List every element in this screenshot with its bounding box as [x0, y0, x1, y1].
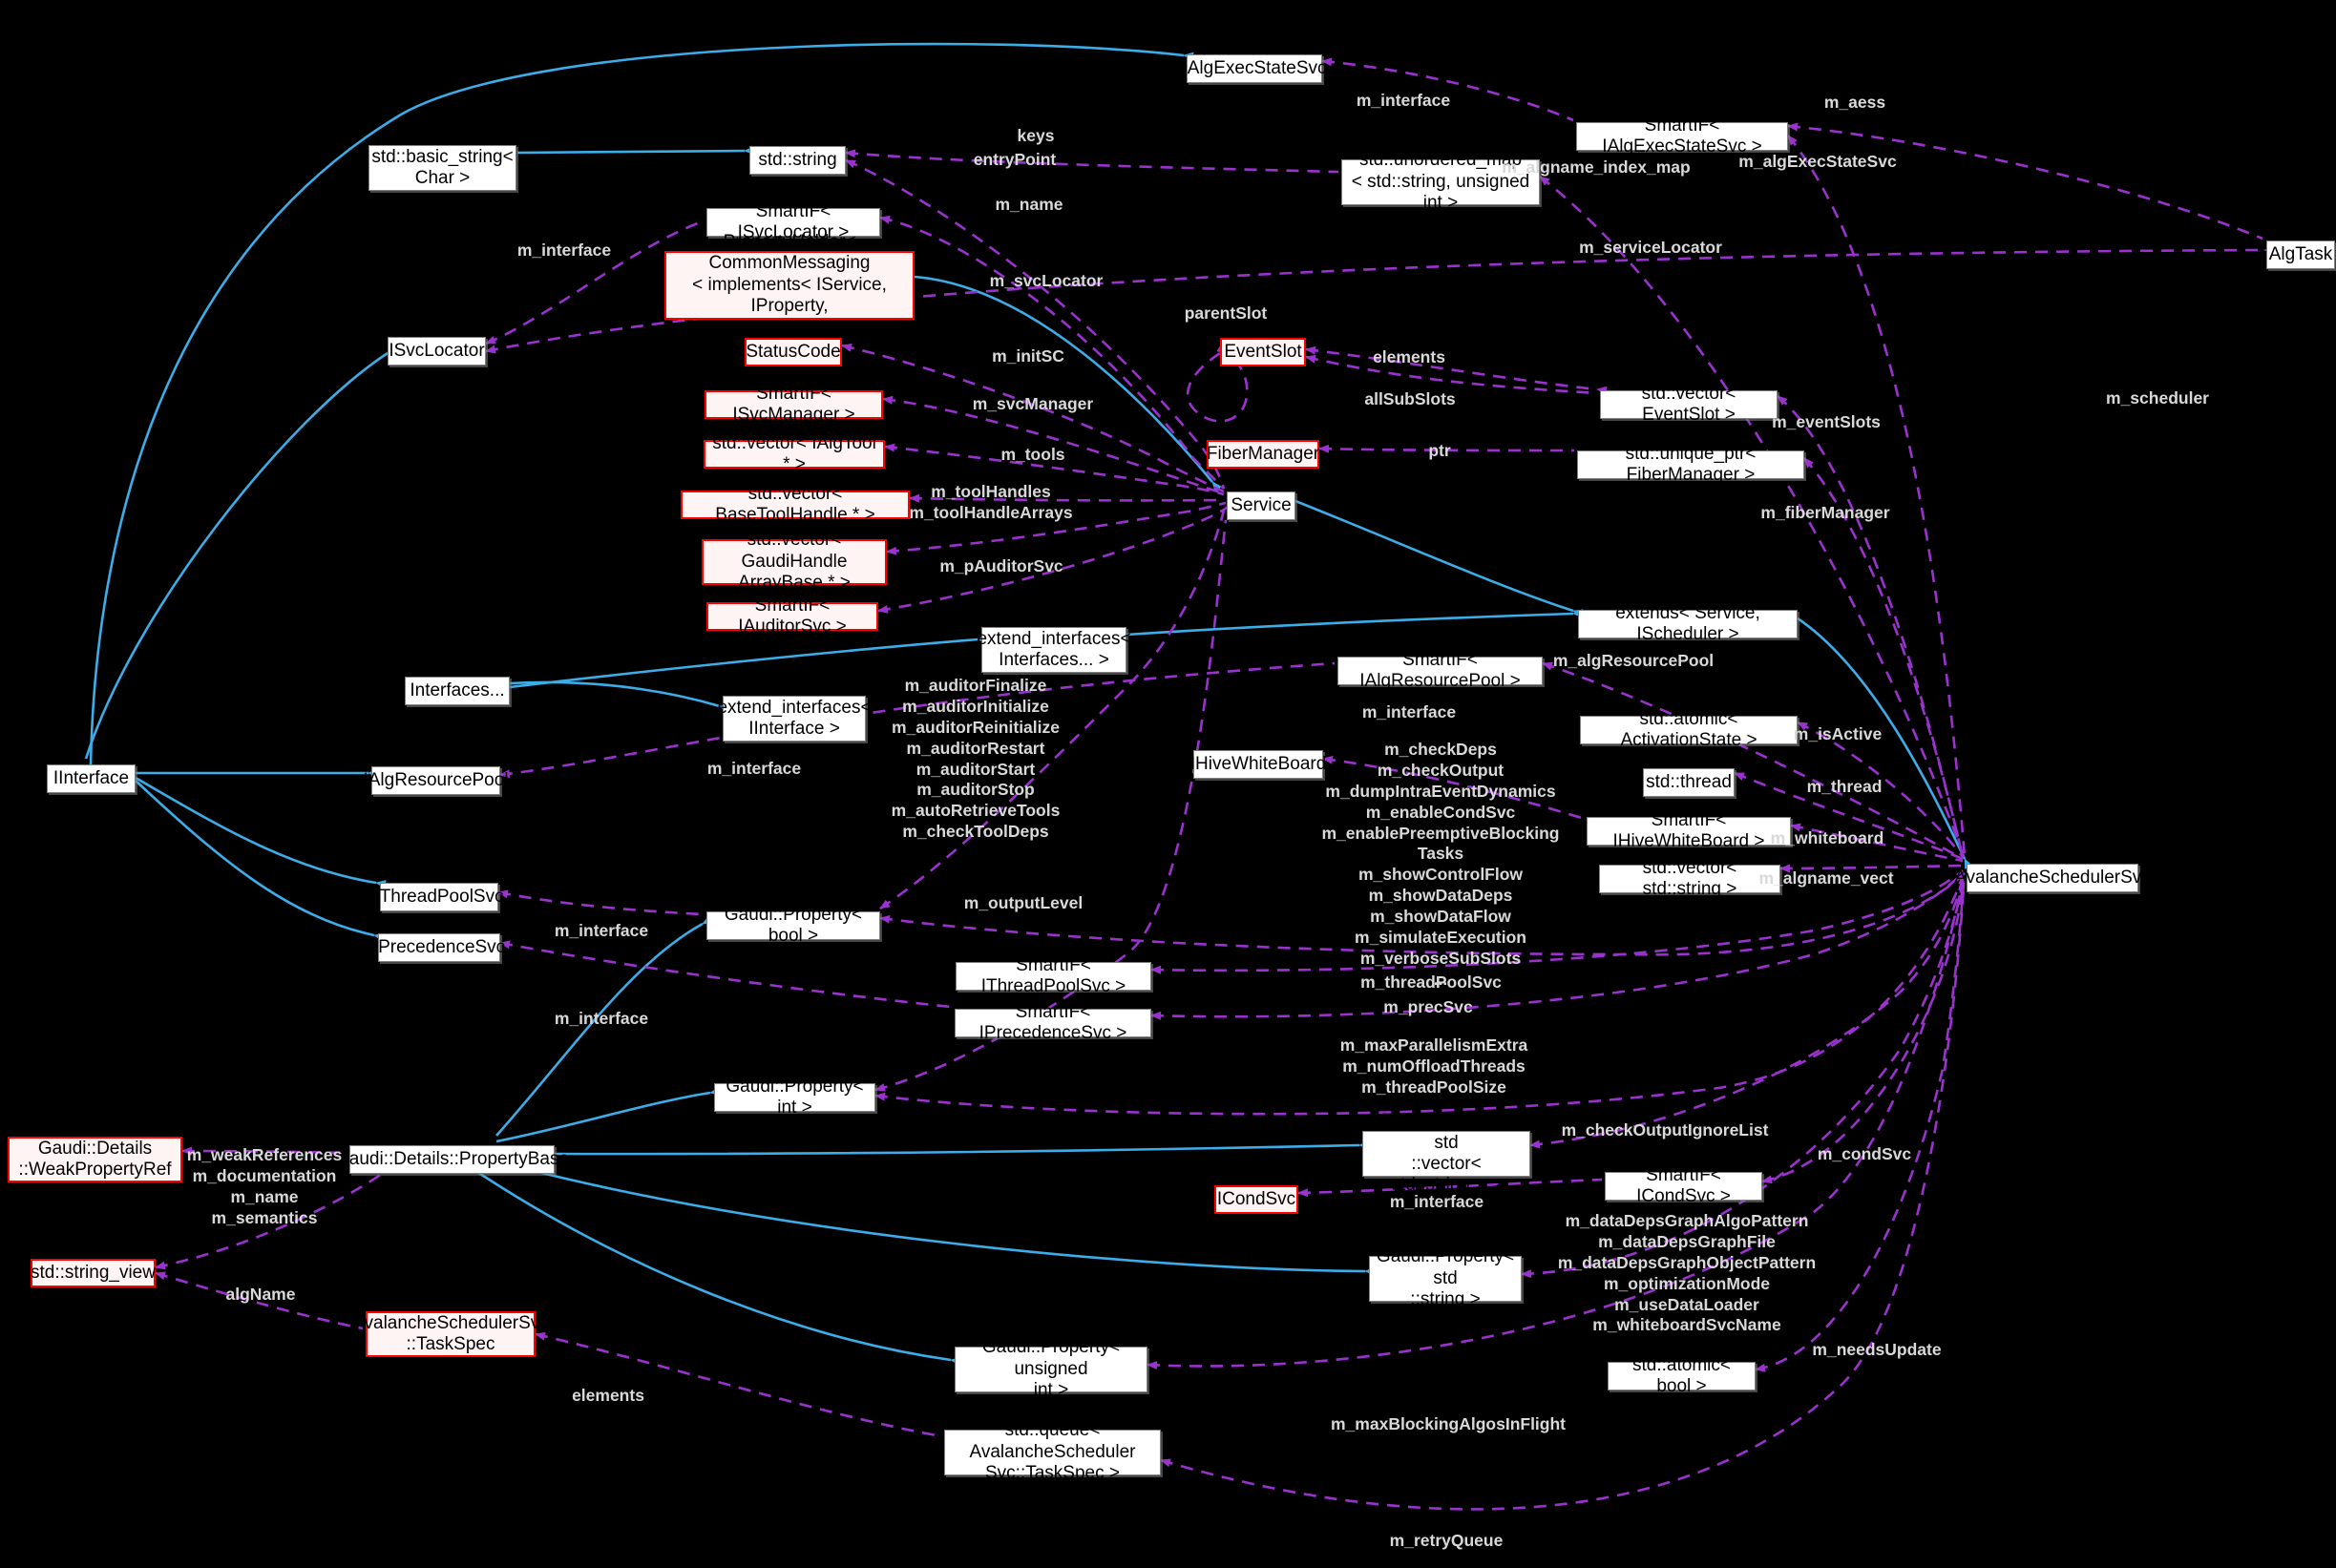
edge-label-m_interface_iprec: m_interface: [554, 1009, 649, 1028]
class-node-property_vector_string[interactable]: Gaudi::Property< std ::vector< std::stri…: [1362, 1111, 1530, 1195]
edge-label-m_threadpoolsvc: m_threadPoolSvc: [1360, 972, 1502, 992]
class-node-extend_interfaces1[interactable]: extend_interfaces< IInterface >: [717, 696, 872, 742]
class-node-propertyholder[interactable]: PropertyHolder< CommonMessaging < implem…: [664, 232, 915, 338]
edge-label-m_eventslots: m_eventSlots: [1772, 412, 1881, 431]
edge-label-ptr: ptr: [1428, 441, 1451, 460]
class-node-eventslot[interactable]: EventSlot: [1220, 338, 1306, 366]
edge-label-m_algexecstatesvc: m_algExecStateSvc: [1738, 152, 1897, 171]
class-node-atomic_bool[interactable]: std::atomic< bool >: [1608, 1355, 1756, 1396]
class-node-smartif_isvclocator[interactable]: SmartIF< ISvcLocator >: [706, 201, 880, 242]
class-node-smartif_icondsvc[interactable]: SmartIF< ICondSvc >: [1605, 1165, 1762, 1206]
edge-label-m_weakreferences: m_weakReferences m_documentation m_name …: [186, 1145, 343, 1227]
edge-label-keys: keys: [1017, 126, 1055, 145]
edge-label-m_algname_index_map: m_algname_index_map: [1502, 157, 1691, 177]
class-node-basic_string[interactable]: std::basic_string< Char >: [368, 145, 516, 191]
edge-label-m_algname_vect: m_algname_vect: [1758, 868, 1894, 888]
edge-label-m_condsvc: m_condSvc: [1817, 1144, 1912, 1163]
class-node-propertybase[interactable]: Gaudi::Details::PropertyBase: [335, 1145, 569, 1174]
class-node-isvclocator[interactable]: ISvcLocator: [388, 337, 486, 366]
class-node-smartif_isvcmanager[interactable]: SmartIF< ISvcManager >: [705, 384, 883, 425]
class-node-iprecedencesvc[interactable]: IPrecedenceSvc: [373, 933, 505, 962]
edge-label-m_scheduler: m_scheduler: [2106, 388, 2209, 408]
class-node-avalancheschedulersvc[interactable]: AvalancheSchedulerSvc: [1954, 864, 2151, 892]
edge-label-m_outputlevel: m_outputLevel: [963, 893, 1084, 912]
edge-label-m_tools: m_tools: [1000, 445, 1065, 464]
edge-label-m_fibermanager: m_fiberManager: [1760, 503, 1890, 522]
class-node-extends_service_ischeduler[interactable]: extends< Service, IScheduler >: [1578, 603, 1798, 644]
edge-label-m_interface_ithreadpool: m_interface: [554, 921, 649, 940]
edge-label-elements_taskspec: elements: [572, 1386, 644, 1405]
class-node-property_int[interactable]: Gaudi::Property< int >: [714, 1077, 875, 1118]
edge-label-m_checkdeps: m_checkDeps m_checkOutput m_dumpIntraEve…: [1321, 740, 1560, 989]
class-node-ithreadpoolsvc[interactable]: IThreadPoolSvc: [374, 883, 504, 911]
edge-label-parentslot: parentSlot: [1184, 303, 1268, 323]
class-node-property_unsigned_int[interactable]: Gaudi::Property< unsigned int >: [955, 1337, 1147, 1400]
edge-label-m_svcmanager: m_svcManager: [972, 394, 1094, 413]
class-node-extend_interfaces[interactable]: extend_interfaces< Interfaces... >: [977, 627, 1131, 673]
class-node-ialgexecstatesvc[interactable]: IAlgExecStateSvc: [1182, 54, 1327, 83]
class-node-smartif_ialgresourcepool[interactable]: SmartIF< IAlgResourcePool >: [1337, 650, 1543, 691]
class-node-vector_basetoolhandle[interactable]: std::vector< BaseToolHandle * >: [681, 484, 910, 525]
edge-label-m_whiteboard: m_whiteboard: [1770, 828, 1884, 847]
edge-label-m_interface_icondsvc: m_interface: [1389, 1192, 1484, 1211]
edge-label-algname: algName: [225, 1285, 296, 1304]
edge-label-entrypoint: entryPoint: [973, 150, 1057, 169]
edge-label-m_interface_isvclocator: m_interface: [516, 240, 612, 260]
edge-label-m_svclocator: m_svcLocator: [989, 271, 1104, 290]
edge-label-m_interface_iinterface: m_interface: [706, 759, 802, 778]
class-node-unique_ptr_fibermanager[interactable]: std::unique_ptr< FiberManager >: [1577, 444, 1804, 485]
edge-label-m_pauditorsvc: m_pAuditorSvc: [939, 556, 1063, 575]
class-node-taskspec[interactable]: AvalancheSchedulerSvc ::TaskSpec: [352, 1311, 549, 1357]
edge-label-m_maxblockingalgosinflight: m_maxBlockingAlgosInFlight: [1331, 1414, 1566, 1433]
class-node-algtask[interactable]: AlgTask: [2266, 240, 2335, 269]
edge-label-m_initsc: m_initSC: [992, 346, 1064, 366]
edge-label-m_needsupdate: m_needsUpdate: [1812, 1340, 1942, 1359]
class-node-smartif_iauditorsvc[interactable]: SmartIF< IAuditorSvc >: [706, 596, 878, 637]
class-node-set_weakpropertyref[interactable]: std::set< Gaudi::Details ::WeakPropertyR…: [8, 1117, 182, 1201]
class-node-vector_string[interactable]: std::vector< std::string >: [1599, 858, 1780, 899]
class-node-smartif_iprecedencesvc[interactable]: SmartIF< IPrecedenceSvc >: [955, 1002, 1151, 1043]
edge-label-m_name: m_name: [995, 195, 1063, 214]
class-node-vector_ialgtool[interactable]: std::vector< IAlgTool * >: [704, 433, 885, 474]
class-node-property_string[interactable]: Gaudi::Property< std ::string >: [1369, 1246, 1522, 1309]
edge-label-m_maxparallelism: m_maxParallelismExtra m_numOffloadThread…: [1339, 1035, 1528, 1097]
class-node-interfaces[interactable]: Interfaces...: [405, 677, 510, 705]
class-node-vector_gaudihandlearray[interactable]: std::vector< GaudiHandle ArrayBase * >: [702, 530, 887, 593]
edge-label-m_algresourcepool: m_algResourcePool: [1552, 651, 1715, 670]
class-node-stdstring[interactable]: std::string: [749, 146, 846, 175]
edge-label-m_checkoutputignorelist: m_checkOutputIgnoreList: [1561, 1120, 1769, 1139]
edge-label-m_isactive: m_isActive: [1793, 724, 1883, 743]
class-node-vector_eventslot[interactable]: std::vector< EventSlot >: [1600, 384, 1778, 425]
edge-label-m_aess: m_aess: [1823, 93, 1886, 112]
class-node-ialgresourcepool[interactable]: IAlgResourcePool: [363, 766, 509, 795]
class-node-statuscode[interactable]: StatusCode: [745, 338, 842, 366]
class-node-smartif_ialgexecstatesvc[interactable]: SmartIF< IAlgExecStateSvc >: [1576, 115, 1788, 157]
class-node-smartif_ithreadpoolsvc[interactable]: SmartIF< IThreadPoolSvc >: [956, 955, 1151, 996]
edge-label-allsubslots: allSubSlots: [1364, 389, 1456, 408]
edge-label-m_retryqueue: m_retryQueue: [1389, 1531, 1504, 1550]
class-node-stdthread[interactable]: std::thread: [1643, 768, 1735, 797]
class-node-queue_taskspec[interactable]: std::queue< AvalancheScheduler Svc::Task…: [944, 1420, 1161, 1483]
edge-label-m_interface_aess: m_interface: [1356, 91, 1451, 110]
class-node-property_bool[interactable]: Gaudi::Property< bool >: [706, 905, 880, 946]
class-node-ihivewhiteboard[interactable]: IHiveWhiteBoard: [1190, 750, 1326, 779]
class-node-fibermanager[interactable]: FiberManager: [1207, 440, 1319, 469]
edge-label-m_interface_props: m_interface: [1361, 702, 1457, 721]
edge-label-m_precsvc: m_precSvc: [1383, 997, 1473, 1016]
edge-label-m_servicelocator: m_serviceLocator: [1579, 238, 1722, 257]
class-node-service[interactable]: Service: [1227, 491, 1295, 520]
class-node-unordered_map[interactable]: std::unordered_map < std::string, unsign…: [1341, 150, 1540, 213]
edge-label-m_datadepsgraph: m_dataDepsGraphAlgoPattern m_dataDepsGra…: [1557, 1211, 1817, 1335]
class-node-iinterface[interactable]: IInterface: [47, 764, 136, 793]
edge-label-elements_eventslot: elements: [1373, 347, 1445, 366]
class-node-icondsvc[interactable]: ICondSvc: [1214, 1185, 1298, 1214]
class-node-string_view[interactable]: std::string_view: [31, 1259, 156, 1287]
edge-label-m_auditorfinalize: m_auditorFinalize m_auditorInitialize m_…: [891, 676, 1061, 842]
edge-label-m_thread: m_thread: [1806, 777, 1883, 796]
edge-label-m_toolhandles: m_toolHandles m_toolHandleArrays: [909, 482, 1073, 522]
